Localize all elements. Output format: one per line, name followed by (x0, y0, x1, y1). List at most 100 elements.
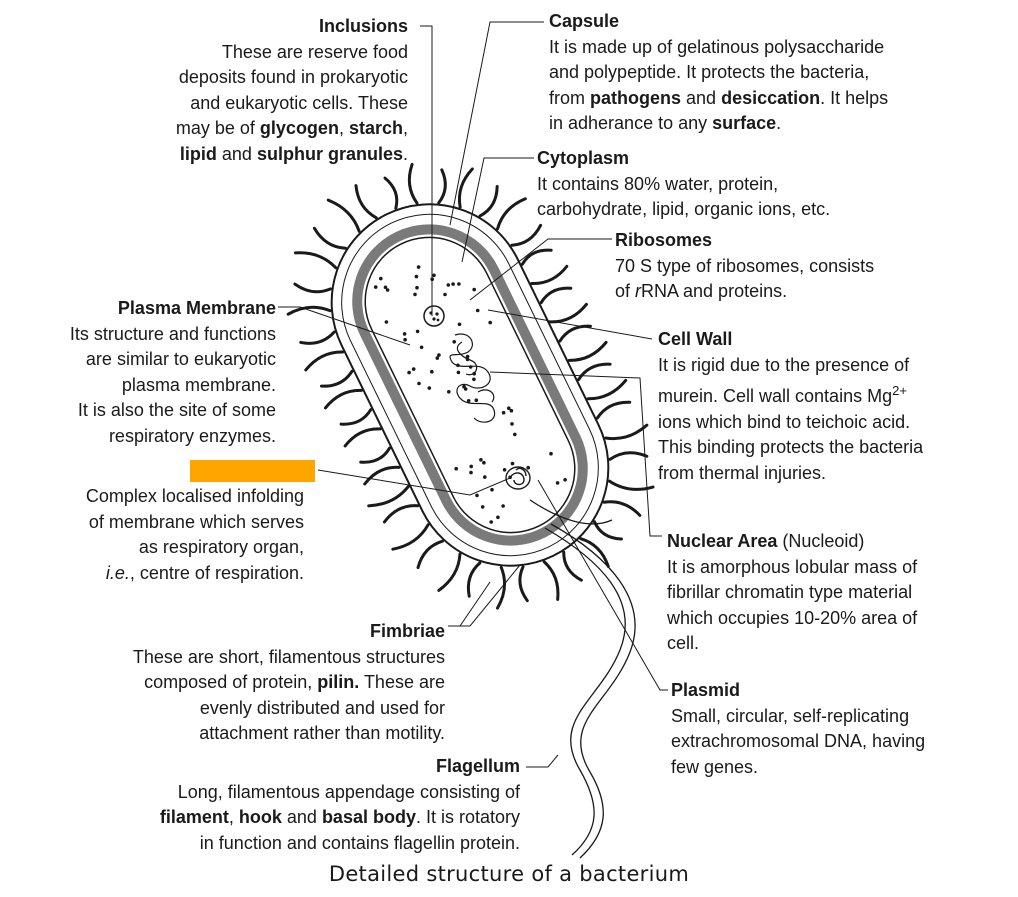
ribosome-dot (373, 285, 378, 289)
fimbria (437, 552, 462, 592)
fimbria (359, 446, 392, 464)
fimbria (579, 537, 610, 568)
mesosome-line: of membrane which serves (88, 511, 304, 532)
flagellum (529, 499, 636, 859)
ribosome-dot (411, 367, 416, 371)
ribosome-dot (446, 283, 451, 287)
fimbria (577, 362, 612, 382)
ribosome-dot (474, 398, 479, 403)
ribosome-dot (379, 276, 383, 281)
fimbriae-line: evenly distributed and used for (199, 697, 445, 718)
inclusion-granule (423, 305, 445, 327)
flagellum-line: in function and contains flagellin prote… (199, 832, 520, 853)
ribosome-dot (526, 465, 530, 470)
label-plasma-membrane: Plasma Membrane Its structure and functi… (20, 296, 276, 449)
cell-wall-line: from thermal injuries. (658, 462, 827, 483)
label-cytoplasm: Cytoplasm It contains 80% water, protein… (537, 146, 937, 223)
ribosome-dot (414, 274, 419, 279)
ribosome-dot (475, 493, 479, 498)
ribosome-dot (472, 377, 476, 382)
leader-fimbriae-a (448, 564, 521, 627)
plasmid-line: few genes. (671, 756, 759, 777)
fimbria (495, 565, 507, 610)
leader-mesosome (317, 469, 511, 496)
leader-ribosomes (469, 238, 612, 301)
plasma-membrane-line: It is also the site of some (77, 400, 276, 420)
ribosome-dot (430, 369, 434, 374)
fimbriae-title: Fimbriae (369, 621, 445, 641)
fimbria (602, 500, 642, 517)
ribosome-dot (509, 408, 514, 413)
fimbria (530, 264, 569, 285)
ribosomes-title: Ribosomes (615, 230, 713, 250)
ribosome-dot (385, 288, 390, 292)
capsule-line: from pathogens and desiccation. It helps (549, 87, 889, 108)
ribosome-dot (513, 432, 517, 437)
flagellum-line: filament, hook and basal body. It is rot… (159, 807, 520, 827)
fimbriae-line: composed of protein, pilin. These are (144, 672, 445, 692)
flagellum-line: Long, filamentous appendage consisting o… (177, 781, 520, 802)
ribosome-dot (490, 487, 494, 492)
plasma-membrane-line: plasma membrane. (121, 374, 276, 395)
label-ribosomes: Ribosomes 70 S type of ribosomes, consis… (615, 228, 975, 305)
fimbria (496, 197, 527, 231)
ribosome-dot (402, 332, 407, 336)
ribosome-dot (415, 285, 419, 290)
ribosome-dot (466, 399, 471, 403)
ribosome-dot (549, 451, 553, 456)
label-fimbriae: Fimbriae These are short, filamentous st… (60, 619, 445, 747)
leader-inclusions (420, 25, 433, 316)
bacterium-body (330, 203, 610, 567)
fimbriae-group (286, 162, 655, 610)
fimbria (407, 162, 419, 205)
fimbria (607, 479, 655, 491)
fimbria (518, 565, 529, 603)
nuclear-area-line: fibrillar chromatin type material (667, 582, 913, 602)
flagellum-title: Flagellum (435, 756, 520, 776)
inclusions-line: lipid and sulphur granules. (179, 143, 408, 164)
ribosome-dot (437, 353, 441, 357)
ribosome-dot (488, 320, 493, 325)
ribosome-dot (501, 504, 505, 508)
cell-wall-line: It is rigid due to the presence of (658, 354, 910, 375)
ribosome-dot (443, 292, 447, 297)
ribosome-dot (384, 320, 389, 324)
fimbria (293, 251, 338, 270)
ribosome-dot (563, 478, 567, 482)
ribosomes-line: of rRNA and proteins. (615, 281, 788, 301)
fimbria (382, 504, 420, 524)
fimbriae-line: These are short, filamentous structures (132, 646, 445, 667)
ribosome-dot (447, 390, 451, 394)
capsule-line: in adherance to any surface. (549, 113, 782, 133)
cytoplasm-title: Cytoplasm (537, 148, 630, 168)
fimbria (457, 167, 474, 209)
label-flagellum: Flagellum Long, filamentous appendage co… (60, 754, 520, 856)
label-inclusions: Inclusions These are reserve food deposi… (120, 14, 408, 167)
label-capsule: Capsule It is made up of gelatinous poly… (549, 9, 969, 137)
label-plasmid: Plasmid Small, circular, self-replicatin… (671, 678, 991, 780)
fimbria (363, 465, 401, 486)
fimbria (416, 539, 444, 570)
ribosome-dot (457, 282, 461, 286)
cell-wall-line: ions which bind to teichoic acid. (658, 411, 911, 432)
ribosome-dot (483, 475, 487, 479)
nuclear-area-subtitle: (Nucleoid) (777, 531, 865, 551)
label-mesosome: Complex localised infolding of membrane … (20, 484, 304, 586)
fimbria (520, 248, 553, 266)
cytoplasm-line: It contains 80% water, protein, (537, 173, 779, 194)
ribosome-dot (452, 340, 457, 344)
nuclear-area-line: which occupies 10-20% area of (667, 607, 918, 628)
ribosome-dot (462, 384, 466, 389)
fimbria (466, 561, 482, 598)
ribosome-dot (457, 322, 462, 327)
leader-plasma-membrane (278, 306, 411, 346)
fimbria (478, 185, 499, 218)
ribosome-dot (469, 464, 474, 469)
plasmid-line: Small, circular, self-replicating (671, 705, 910, 726)
leader-cell-wall (487, 309, 653, 340)
ribosome-dot (496, 515, 500, 520)
ribosome-dot (465, 354, 470, 359)
ribosome-dot (475, 308, 480, 313)
fimbria (558, 324, 592, 343)
